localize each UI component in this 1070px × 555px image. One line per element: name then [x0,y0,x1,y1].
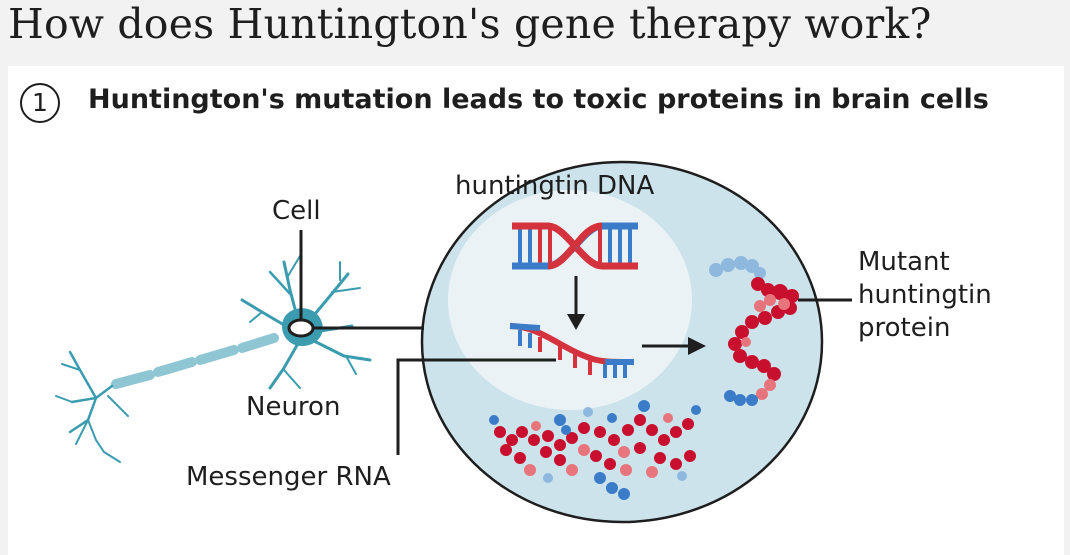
mrna-label: Messenger RNA [186,462,391,492]
dna-label: huntingtin DNA [455,171,655,201]
page-title: How does Huntington's gene therapy work? [8,0,932,48]
protein-label-line-1: Mutant [858,247,950,277]
neuron-label: Neuron [246,392,341,422]
cell-label: Cell [272,196,321,226]
mutant-protein-chain [709,256,852,406]
cell-pointer-ring [287,318,315,338]
protein-tangle [489,400,701,500]
neuron-illustration [55,255,372,463]
mrna-strand [509,323,634,378]
nucleus [448,190,692,410]
protein-label: Mutant huntingtin protein [858,246,992,345]
protein-label-line-2: huntingtin [858,280,992,310]
mrna-leader [396,358,556,455]
step-heading: Huntington's mutation leads to toxic pro… [88,84,989,115]
step-number-badge: 1 [20,83,60,123]
protein-label-line-3: protein [858,313,951,343]
dna-helix [512,222,638,270]
